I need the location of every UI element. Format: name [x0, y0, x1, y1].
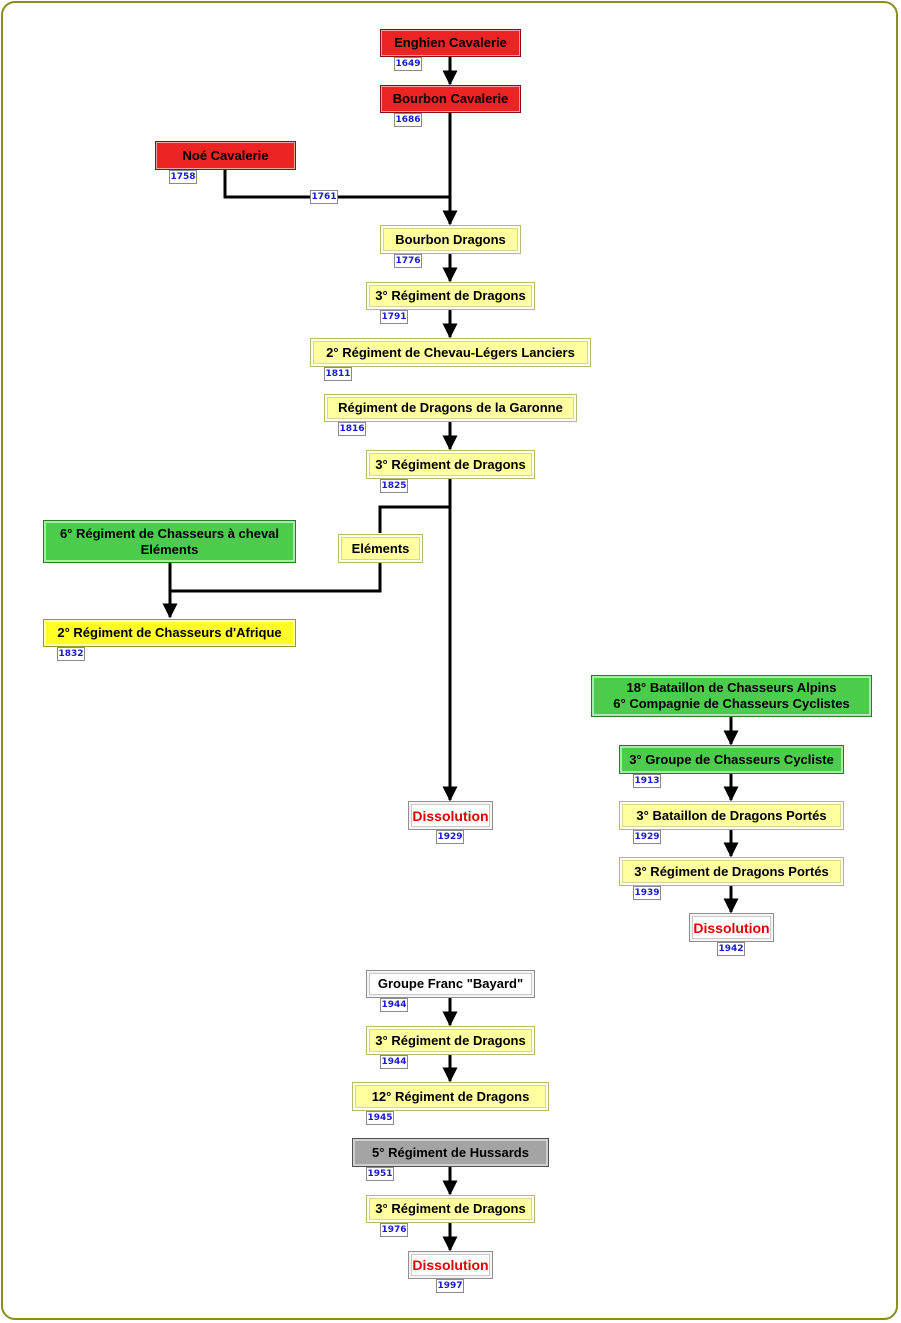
- node-label: 3° Régiment de Dragons: [375, 1201, 526, 1216]
- node-3e-regiment-de-dragons-1825: 3° Régiment de Dragons: [366, 450, 535, 479]
- node-3e-regiment-de-dragons-1791: 3° Régiment de Dragons: [366, 282, 535, 310]
- year-badge: 1942: [717, 942, 745, 956]
- node-18e-bataillon-chasseurs-alpins: 18° Bataillon de Chasseurs Alpins 6° Com…: [591, 675, 872, 717]
- node-label: Bourbon Cavalerie: [392, 91, 509, 106]
- year-badge: 1913: [633, 774, 661, 788]
- node-6e-regiment-chasseurs-a-cheval: 6° Régiment de Chasseurs à cheval Elémen…: [43, 520, 296, 563]
- edge-elements-to-2e-afrique: [170, 563, 382, 593]
- node-label: Dissolution: [412, 1257, 489, 1273]
- year-badge: 1944: [380, 998, 408, 1012]
- node-regiment-dragons-garonne: Régiment de Dragons de la Garonne: [324, 394, 577, 422]
- year-badge: 1776: [394, 254, 422, 268]
- node-label: 5° Régiment de Hussards: [372, 1144, 529, 1160]
- node-label: 3° Régiment de Dragons: [375, 1032, 526, 1048]
- node-groupe-franc-bayard: Groupe Franc "Bayard": [366, 970, 535, 998]
- edge-noe-to-bourbon-dragons: [223, 170, 450, 199]
- node-2e-regiment-chevau-legers-lanciers: 2° Régiment de Chevau-Légers Lanciers: [310, 338, 591, 367]
- node-label: Noé Cavalerie: [182, 147, 269, 163]
- node-dissolution-1929: Dissolution: [408, 801, 493, 830]
- year-badge: 1939: [633, 886, 661, 900]
- node-label: Bourbon Dragons: [395, 231, 506, 247]
- year-badge: 1929: [436, 830, 464, 844]
- node-3e-regiment-dragons-portes: 3° Régiment de Dragons Portés: [619, 857, 844, 886]
- node-3e-bataillon-dragons-portes: 3° Bataillon de Dragons Portés: [619, 801, 844, 830]
- node-dissolution-1997: Dissolution: [408, 1251, 493, 1279]
- year-badge: 1997: [436, 1279, 464, 1293]
- node-3e-regiment-de-dragons-1976: 3° Régiment de Dragons: [366, 1195, 535, 1223]
- node-label: Dissolution: [412, 807, 489, 824]
- year-badge: 1649: [394, 57, 422, 71]
- node-label: Enghien Cavalerie: [394, 35, 507, 50]
- node-label: 3° Régiment de Dragons: [375, 456, 526, 472]
- node-3e-regiment-de-dragons-1944: 3° Régiment de Dragons: [366, 1026, 535, 1055]
- year-badge: 1976: [380, 1223, 408, 1237]
- node-label: 3° Régiment de Dragons Portés: [634, 863, 829, 879]
- edge-3e-1825-to-elements: [378, 505, 450, 533]
- year-badge: 1758: [169, 170, 197, 184]
- node-elements: Eléments: [338, 534, 423, 563]
- node-enghien-cavalerie: Enghien Cavalerie: [380, 29, 521, 57]
- node-label: Régiment de Dragons de la Garonne: [338, 400, 563, 415]
- node-label: Eléments: [351, 540, 410, 556]
- node-label: 3° Groupe de Chasseurs Cycliste: [629, 751, 834, 767]
- node-3e-groupe-chasseurs-cycliste: 3° Groupe de Chasseurs Cycliste: [619, 745, 844, 774]
- node-label: 3° Régiment de Dragons: [375, 288, 526, 303]
- edge-year-label: 1761: [310, 190, 338, 204]
- node-label: 12° Régiment de Dragons: [371, 1088, 530, 1104]
- year-badge: 1686: [394, 113, 422, 127]
- node-label: 18° Bataillon de Chasseurs Alpins 6° Com…: [613, 680, 850, 711]
- node-bourbon-dragons: Bourbon Dragons: [380, 225, 521, 254]
- year-badge: 1951: [366, 1167, 394, 1181]
- node-bourbon-cavalerie: Bourbon Cavalerie: [380, 85, 521, 113]
- node-12e-regiment-de-dragons: 12° Régiment de Dragons: [352, 1082, 549, 1111]
- node-label: Groupe Franc "Bayard": [377, 976, 524, 991]
- year-badge: 1791: [380, 310, 408, 324]
- node-5e-regiment-de-hussards: 5° Régiment de Hussards: [352, 1138, 549, 1167]
- year-badge: 1945: [366, 1111, 394, 1125]
- node-label: 3° Bataillon de Dragons Portés: [636, 807, 827, 823]
- node-dissolution-1942: Dissolution: [689, 913, 774, 942]
- node-label: 2° Régiment de Chasseurs d'Afrique: [57, 625, 282, 640]
- node-label: Dissolution: [693, 919, 770, 936]
- node-noe-cavalerie: Noé Cavalerie: [155, 141, 296, 170]
- node-2e-regiment-chasseurs-afrique: 2° Régiment de Chasseurs d'Afrique: [43, 619, 296, 647]
- year-badge: 1929: [633, 830, 661, 844]
- year-badge: 1811: [324, 367, 352, 381]
- node-label: 6° Régiment de Chasseurs à cheval Elémen…: [59, 525, 280, 557]
- year-badge: 1816: [338, 422, 366, 436]
- year-badge: 1944: [380, 1055, 408, 1069]
- year-badge: 1832: [57, 647, 85, 661]
- year-badge: 1825: [380, 479, 408, 493]
- node-label: 2° Régiment de Chevau-Légers Lanciers: [326, 344, 575, 360]
